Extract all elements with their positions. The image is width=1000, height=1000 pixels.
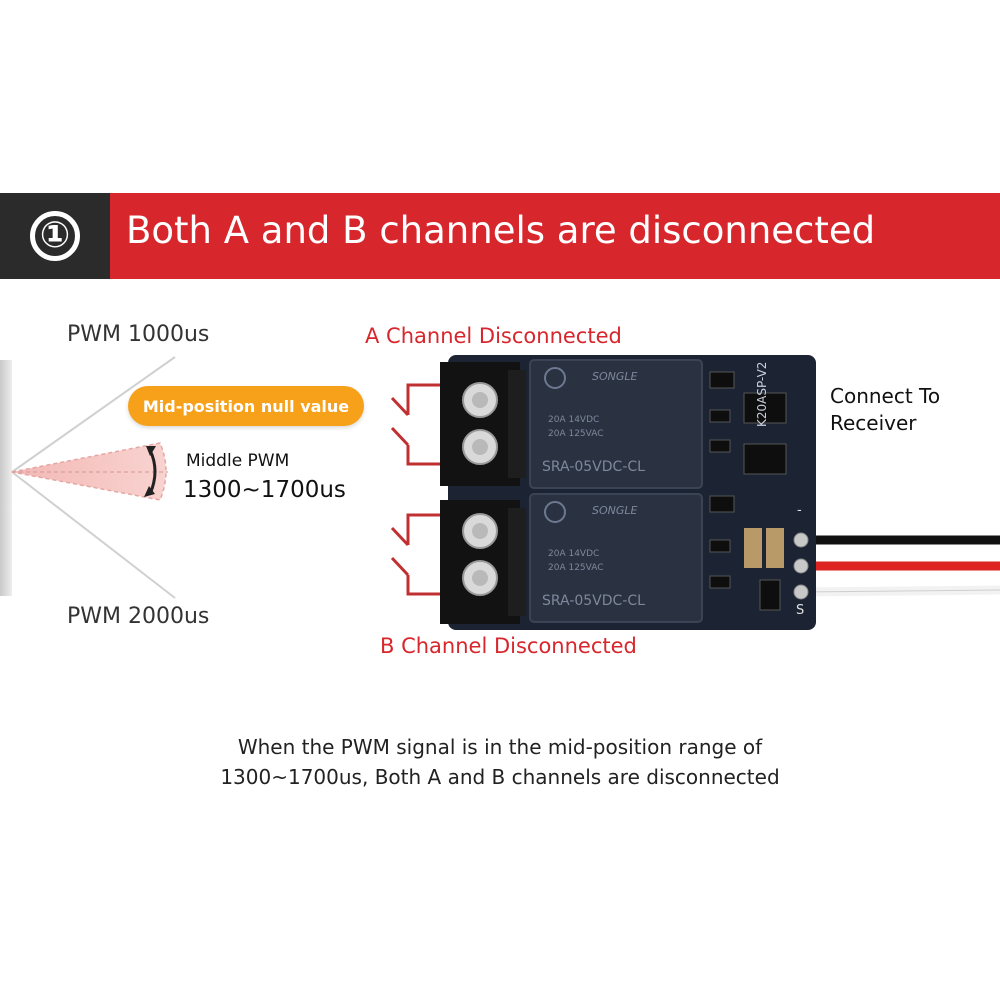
pwm-1000-label: PWM 1000us: [67, 322, 210, 347]
relay-b-rating2: 20A 125VAC: [548, 563, 604, 573]
caption: When the PWM signal is in the mid-positi…: [100, 732, 900, 792]
relay-a-model: SRA-05VDC-CL: [542, 459, 645, 475]
relay-a-rating1: 20A 14VDC: [548, 415, 600, 425]
pin-minus: -: [797, 503, 802, 518]
receiver-label-line2: Receiver: [830, 411, 917, 435]
pin-signal: S: [796, 603, 805, 618]
middle-pwm-range: 1300~1700us: [183, 477, 346, 503]
arc-arrow-bottom: [144, 486, 155, 497]
terminal-block-b: [440, 500, 526, 624]
relay-b-brand: SONGLE: [592, 504, 638, 517]
relay-a: [529, 359, 703, 489]
middle-pwm-label: Middle PWM: [186, 451, 290, 471]
relay-b-model: SRA-05VDC-CL: [542, 593, 645, 609]
step-number: ①: [30, 211, 80, 261]
relay-a-logo: [544, 367, 566, 389]
relay-b-logo: [544, 501, 566, 523]
receiver-label-line1: Connect To: [830, 384, 941, 408]
title-banner: ① Both A and B channels are disconnected: [0, 193, 1000, 279]
terminal-block-a: [440, 362, 526, 486]
banner-title: Both A and B channels are disconnected: [126, 209, 876, 252]
step-number-box: ①: [0, 193, 110, 279]
pwm-2000-label: PWM 2000us: [67, 604, 210, 629]
relay-a-brand: SONGLE: [592, 370, 638, 383]
relay-b: [529, 493, 703, 623]
title-bar: Both A and B channels are disconnected: [110, 193, 1000, 279]
servo-horn-base: [0, 360, 12, 596]
b-channel-label: B Channel Disconnected: [380, 634, 637, 658]
caption-line1: When the PWM signal is in the mid-positi…: [237, 735, 763, 759]
pwm-1000-line: [11, 356, 176, 473]
board-model: K20ASP-V2: [755, 361, 769, 427]
arc-arrow-top: [146, 446, 156, 456]
a-channel-label: A Channel Disconnected: [365, 324, 622, 348]
null-value-pill: Mid-position null value: [128, 386, 364, 426]
relay-a-rating2: 20A 125VAC: [548, 429, 604, 439]
header-pins: [793, 532, 809, 600]
relay-b-rating1: 20A 14VDC: [548, 549, 600, 559]
pwm-2000-line: [11, 471, 176, 599]
smd-components: [709, 371, 787, 611]
caption-line2: 1300~1700us, Both A and B channels are d…: [220, 765, 780, 789]
smd-pads: [744, 528, 784, 568]
